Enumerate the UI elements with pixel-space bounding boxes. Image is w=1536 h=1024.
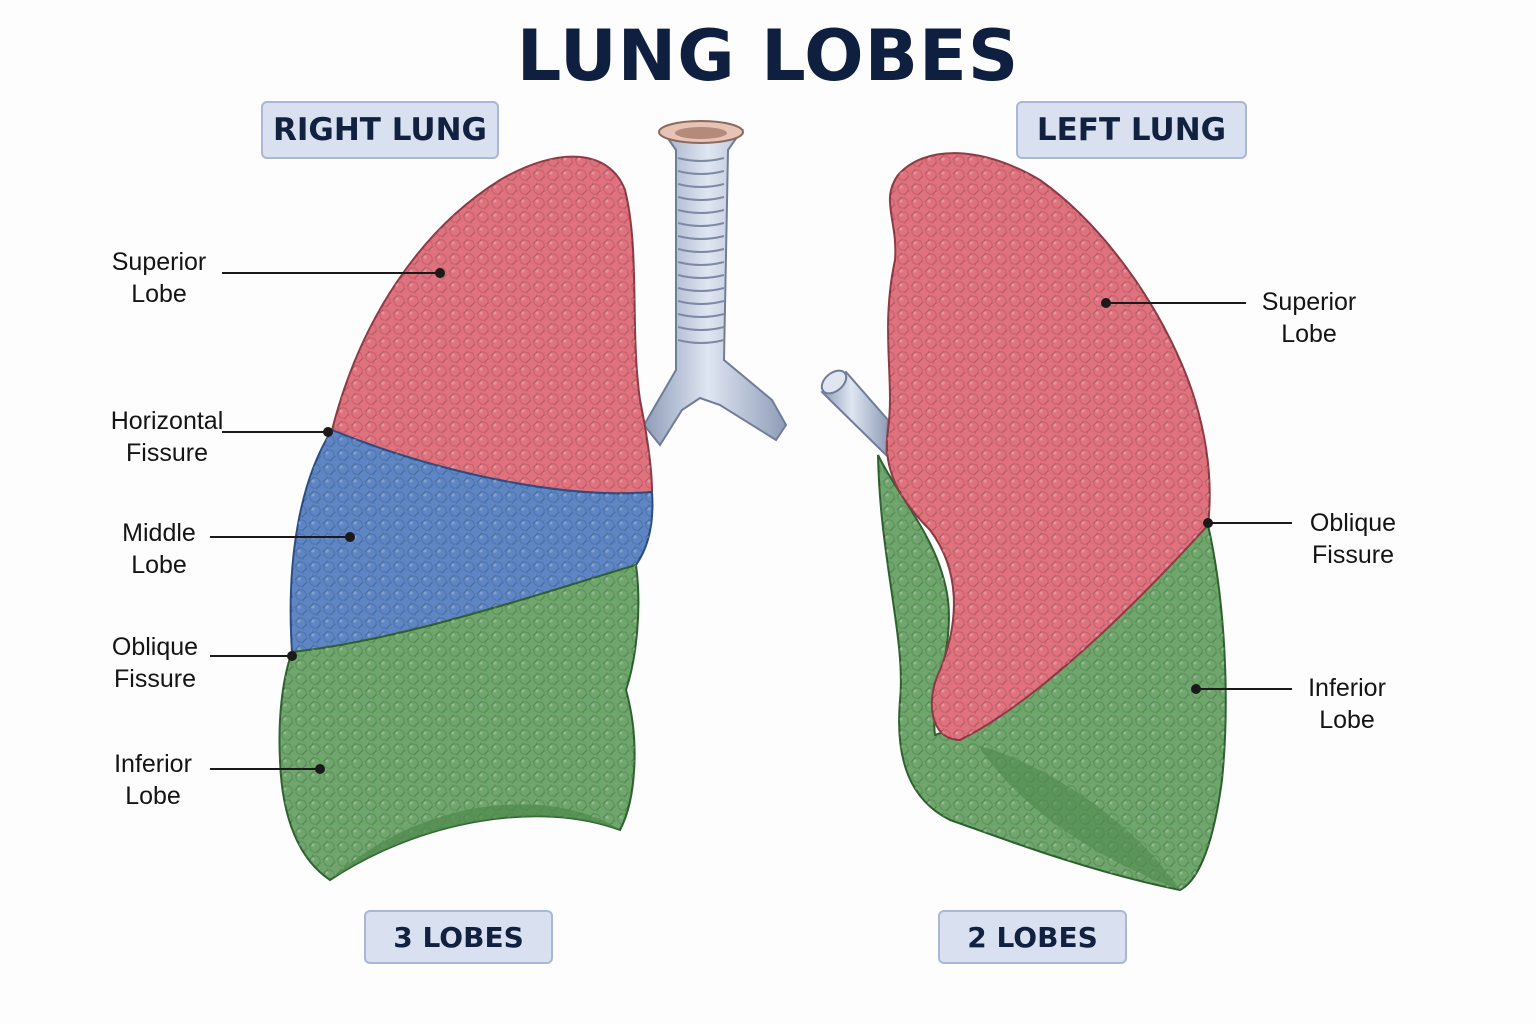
label-right-oblique-fissure: Oblique Fissure bbox=[111, 633, 199, 693]
trachea-ring bbox=[677, 222, 725, 227]
trachea-ring bbox=[677, 183, 725, 188]
trachea-ring bbox=[677, 209, 725, 214]
trachea-ring bbox=[677, 339, 725, 344]
trachea-ring bbox=[677, 196, 725, 201]
right-lung bbox=[278, 155, 654, 882]
trachea bbox=[642, 120, 788, 447]
trachea-ring bbox=[677, 157, 725, 162]
label-right-superior-lobe: Superior Lobe bbox=[111, 248, 207, 308]
label-right-horizontal-fissure: Horizontal Fissure bbox=[110, 407, 224, 467]
trachea-ring bbox=[677, 235, 725, 240]
trachea-ring bbox=[677, 274, 725, 279]
page-title: LUNG LOBES bbox=[516, 15, 1020, 97]
trachea-ring bbox=[677, 248, 725, 253]
label-right-middle-lobe: Middle Lobe bbox=[122, 519, 196, 579]
trachea-ring bbox=[677, 170, 725, 175]
trachea-ring bbox=[677, 300, 725, 305]
trachea-ring bbox=[677, 326, 725, 331]
trachea-ring bbox=[677, 313, 725, 318]
right-lung-heading: RIGHT LUNG bbox=[261, 101, 499, 159]
left-leader-lines bbox=[1101, 298, 1292, 694]
label-left-inferior-lobe: Inferior Lobe bbox=[1308, 674, 1386, 734]
trachea-ring bbox=[677, 287, 725, 292]
right-lobe-count: 3 LOBES bbox=[364, 910, 553, 964]
left-bronchus bbox=[820, 369, 890, 458]
trachea-ring bbox=[677, 261, 725, 266]
label-right-inferior-lobe: Inferior Lobe bbox=[114, 750, 192, 810]
left-lung-heading: LEFT LUNG bbox=[1016, 101, 1247, 159]
label-left-superior-lobe: Superior Lobe bbox=[1261, 288, 1357, 348]
label-left-oblique-fissure: Oblique Fissure bbox=[1309, 509, 1397, 569]
right-leader-lines bbox=[210, 268, 445, 774]
left-lobe-count: 2 LOBES bbox=[938, 910, 1127, 964]
left-lung bbox=[877, 152, 1227, 892]
